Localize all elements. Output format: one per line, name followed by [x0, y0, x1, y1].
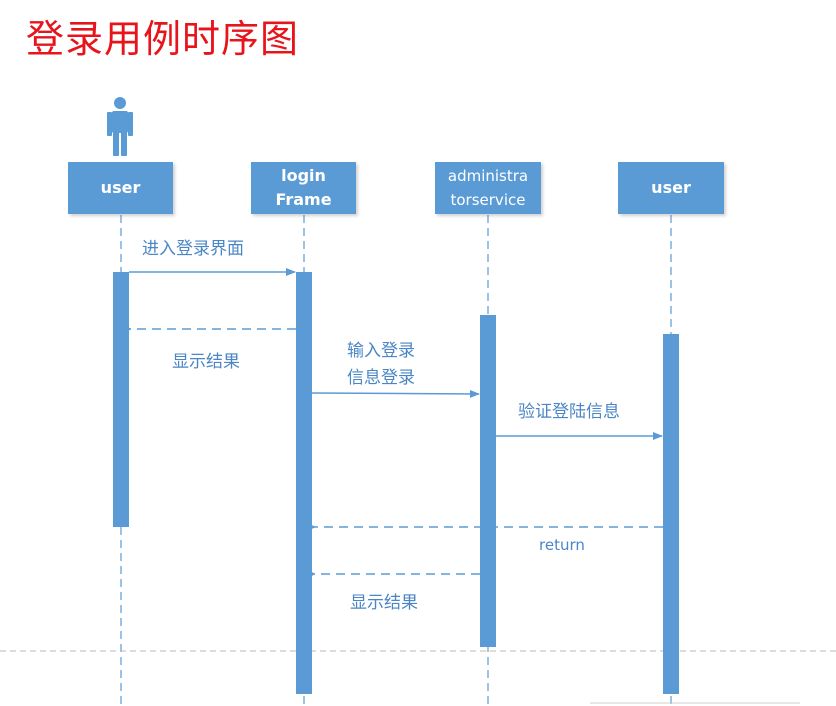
- message-label-m1: 进入登录界面: [142, 239, 244, 259]
- lifeline-box-user1: user: [68, 162, 173, 214]
- lifeline-box-user2: user: [618, 162, 724, 214]
- lifeline-label-user2: user: [651, 178, 691, 197]
- activation-user1: [113, 272, 129, 527]
- lifeline-label-admin: administra torservice: [447, 167, 529, 209]
- activation-login: [296, 272, 312, 694]
- lifeline-label-user1: user: [100, 178, 141, 197]
- message-arrow-m3: [311, 389, 480, 398]
- actor-icon: [107, 97, 133, 156]
- lifeline-box-admin: administra torservice: [435, 162, 541, 214]
- message-label-m3: 输入登录 信息登录: [347, 341, 415, 388]
- message-label-m5: return: [539, 536, 585, 554]
- diagram-title: 登录用例时序图: [26, 17, 300, 61]
- lifeline-label-login: login Frame: [275, 166, 332, 209]
- lifeline-box-login: login Frame: [251, 162, 356, 214]
- activation-admin: [480, 315, 496, 647]
- message-label-m2: 显示结果: [172, 352, 240, 372]
- message-label-m4: 验证登陆信息: [518, 402, 620, 422]
- activation-user2: [663, 334, 679, 694]
- message-label-m6: 显示结果: [350, 593, 418, 613]
